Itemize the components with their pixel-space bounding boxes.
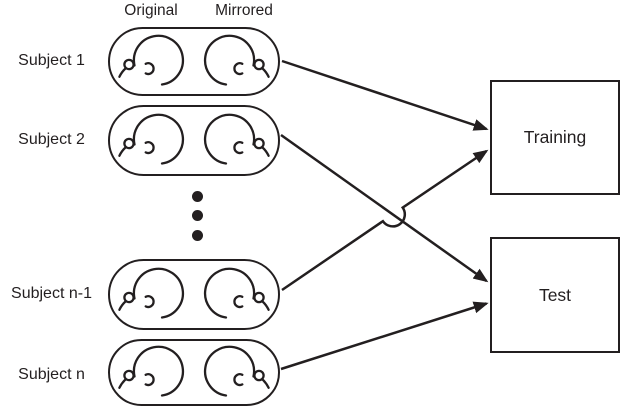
ear-original-icon bbox=[117, 344, 187, 402]
ear-mirrored-icon bbox=[201, 33, 271, 91]
subject-label-2: Subject 2 bbox=[18, 131, 85, 148]
arrow-subjectn-1-to-training-with-jump bbox=[281, 149, 489, 292]
training-box: Training bbox=[490, 80, 620, 195]
ellipsis-dot bbox=[191, 210, 203, 221]
ear-original-icon bbox=[117, 112, 187, 170]
ear-original-icon bbox=[117, 33, 187, 91]
ear-original-icon bbox=[117, 266, 187, 324]
ear-mirrored-icon bbox=[201, 266, 271, 324]
arrow-subject1-to-training bbox=[281, 59, 489, 131]
subject-label-n: Subject n bbox=[18, 366, 85, 383]
arrow-subject2-to-test bbox=[280, 133, 489, 283]
column-header-original: Original bbox=[124, 2, 178, 19]
ellipsis-dot bbox=[191, 190, 203, 202]
ellipsis-dot bbox=[191, 229, 203, 241]
ear-mirrored-icon bbox=[201, 344, 271, 402]
test-box-label: Test bbox=[538, 284, 572, 305]
subject-2-pair bbox=[108, 105, 280, 176]
arrow-subjectn-to-test bbox=[280, 301, 489, 371]
training-box-label: Training bbox=[523, 127, 587, 147]
test-box: Test bbox=[490, 237, 620, 353]
subject-n-1-pair bbox=[108, 259, 280, 330]
ear-mirrored-icon bbox=[201, 112, 271, 170]
column-header-mirrored: Mirrored bbox=[215, 2, 273, 19]
subject-label-1: Subject 1 bbox=[18, 52, 85, 69]
subject-label-n-1: Subject n-1 bbox=[11, 285, 92, 302]
subject-1-pair bbox=[108, 27, 280, 96]
subject-n-pair bbox=[108, 339, 280, 406]
